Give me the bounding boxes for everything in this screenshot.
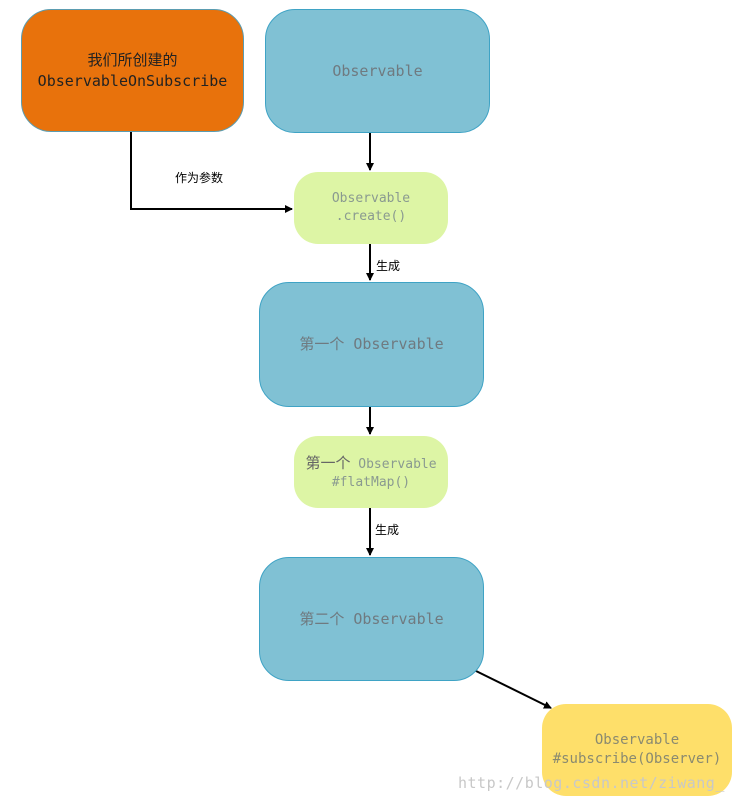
edge-onsubscribe-to-create bbox=[130, 132, 293, 213]
observable-on-subscribe-node: 我们所创建的 ObservableOnSubscribe bbox=[21, 9, 244, 132]
observable-create-node: Observable .create() bbox=[294, 172, 448, 244]
edge-second-to-subscribe bbox=[473, 669, 552, 709]
observable-label: Observable bbox=[332, 61, 423, 80]
observable-subscribe-line1: Observable bbox=[594, 732, 680, 749]
first-flatmap-line2: #flatMap() bbox=[331, 474, 411, 490]
observable-create-line2: .create() bbox=[335, 209, 407, 224]
observable-create-line1: Observable bbox=[331, 191, 411, 207]
second-observable-label: 第二个 Observable bbox=[299, 609, 444, 628]
as-param-label: 作为参数 bbox=[175, 171, 224, 185]
generate-label-2: 生成 bbox=[375, 523, 400, 537]
observable-on-subscribe-line1: 我们所创建的 bbox=[87, 51, 178, 70]
first-flatmap-line1: 第一个 Observable bbox=[305, 453, 436, 474]
observable-subscribe-line2: #subscribe(Observer) bbox=[552, 751, 722, 767]
observable-on-subscribe-line2: ObservableOnSubscribe bbox=[37, 71, 228, 90]
observable-subscribe-node: Observable #subscribe(Observer) bbox=[542, 704, 732, 796]
first-observable-label: 第一个 Observable bbox=[299, 335, 444, 354]
second-observable-node: 第二个 Observable bbox=[259, 557, 484, 681]
generate-label-1: 生成 bbox=[376, 259, 401, 273]
first-flatmap-line1-en: Observable bbox=[358, 456, 437, 472]
observable-node: Observable bbox=[265, 9, 490, 133]
first-flatmap-line1-cn: 第一个 bbox=[305, 453, 351, 472]
first-flatmap-node: 第一个 Observable #flatMap() bbox=[294, 436, 448, 508]
watermark: http://blog.csdn.net/ziwang_ bbox=[458, 774, 725, 792]
first-observable-node: 第一个 Observable bbox=[259, 282, 484, 407]
